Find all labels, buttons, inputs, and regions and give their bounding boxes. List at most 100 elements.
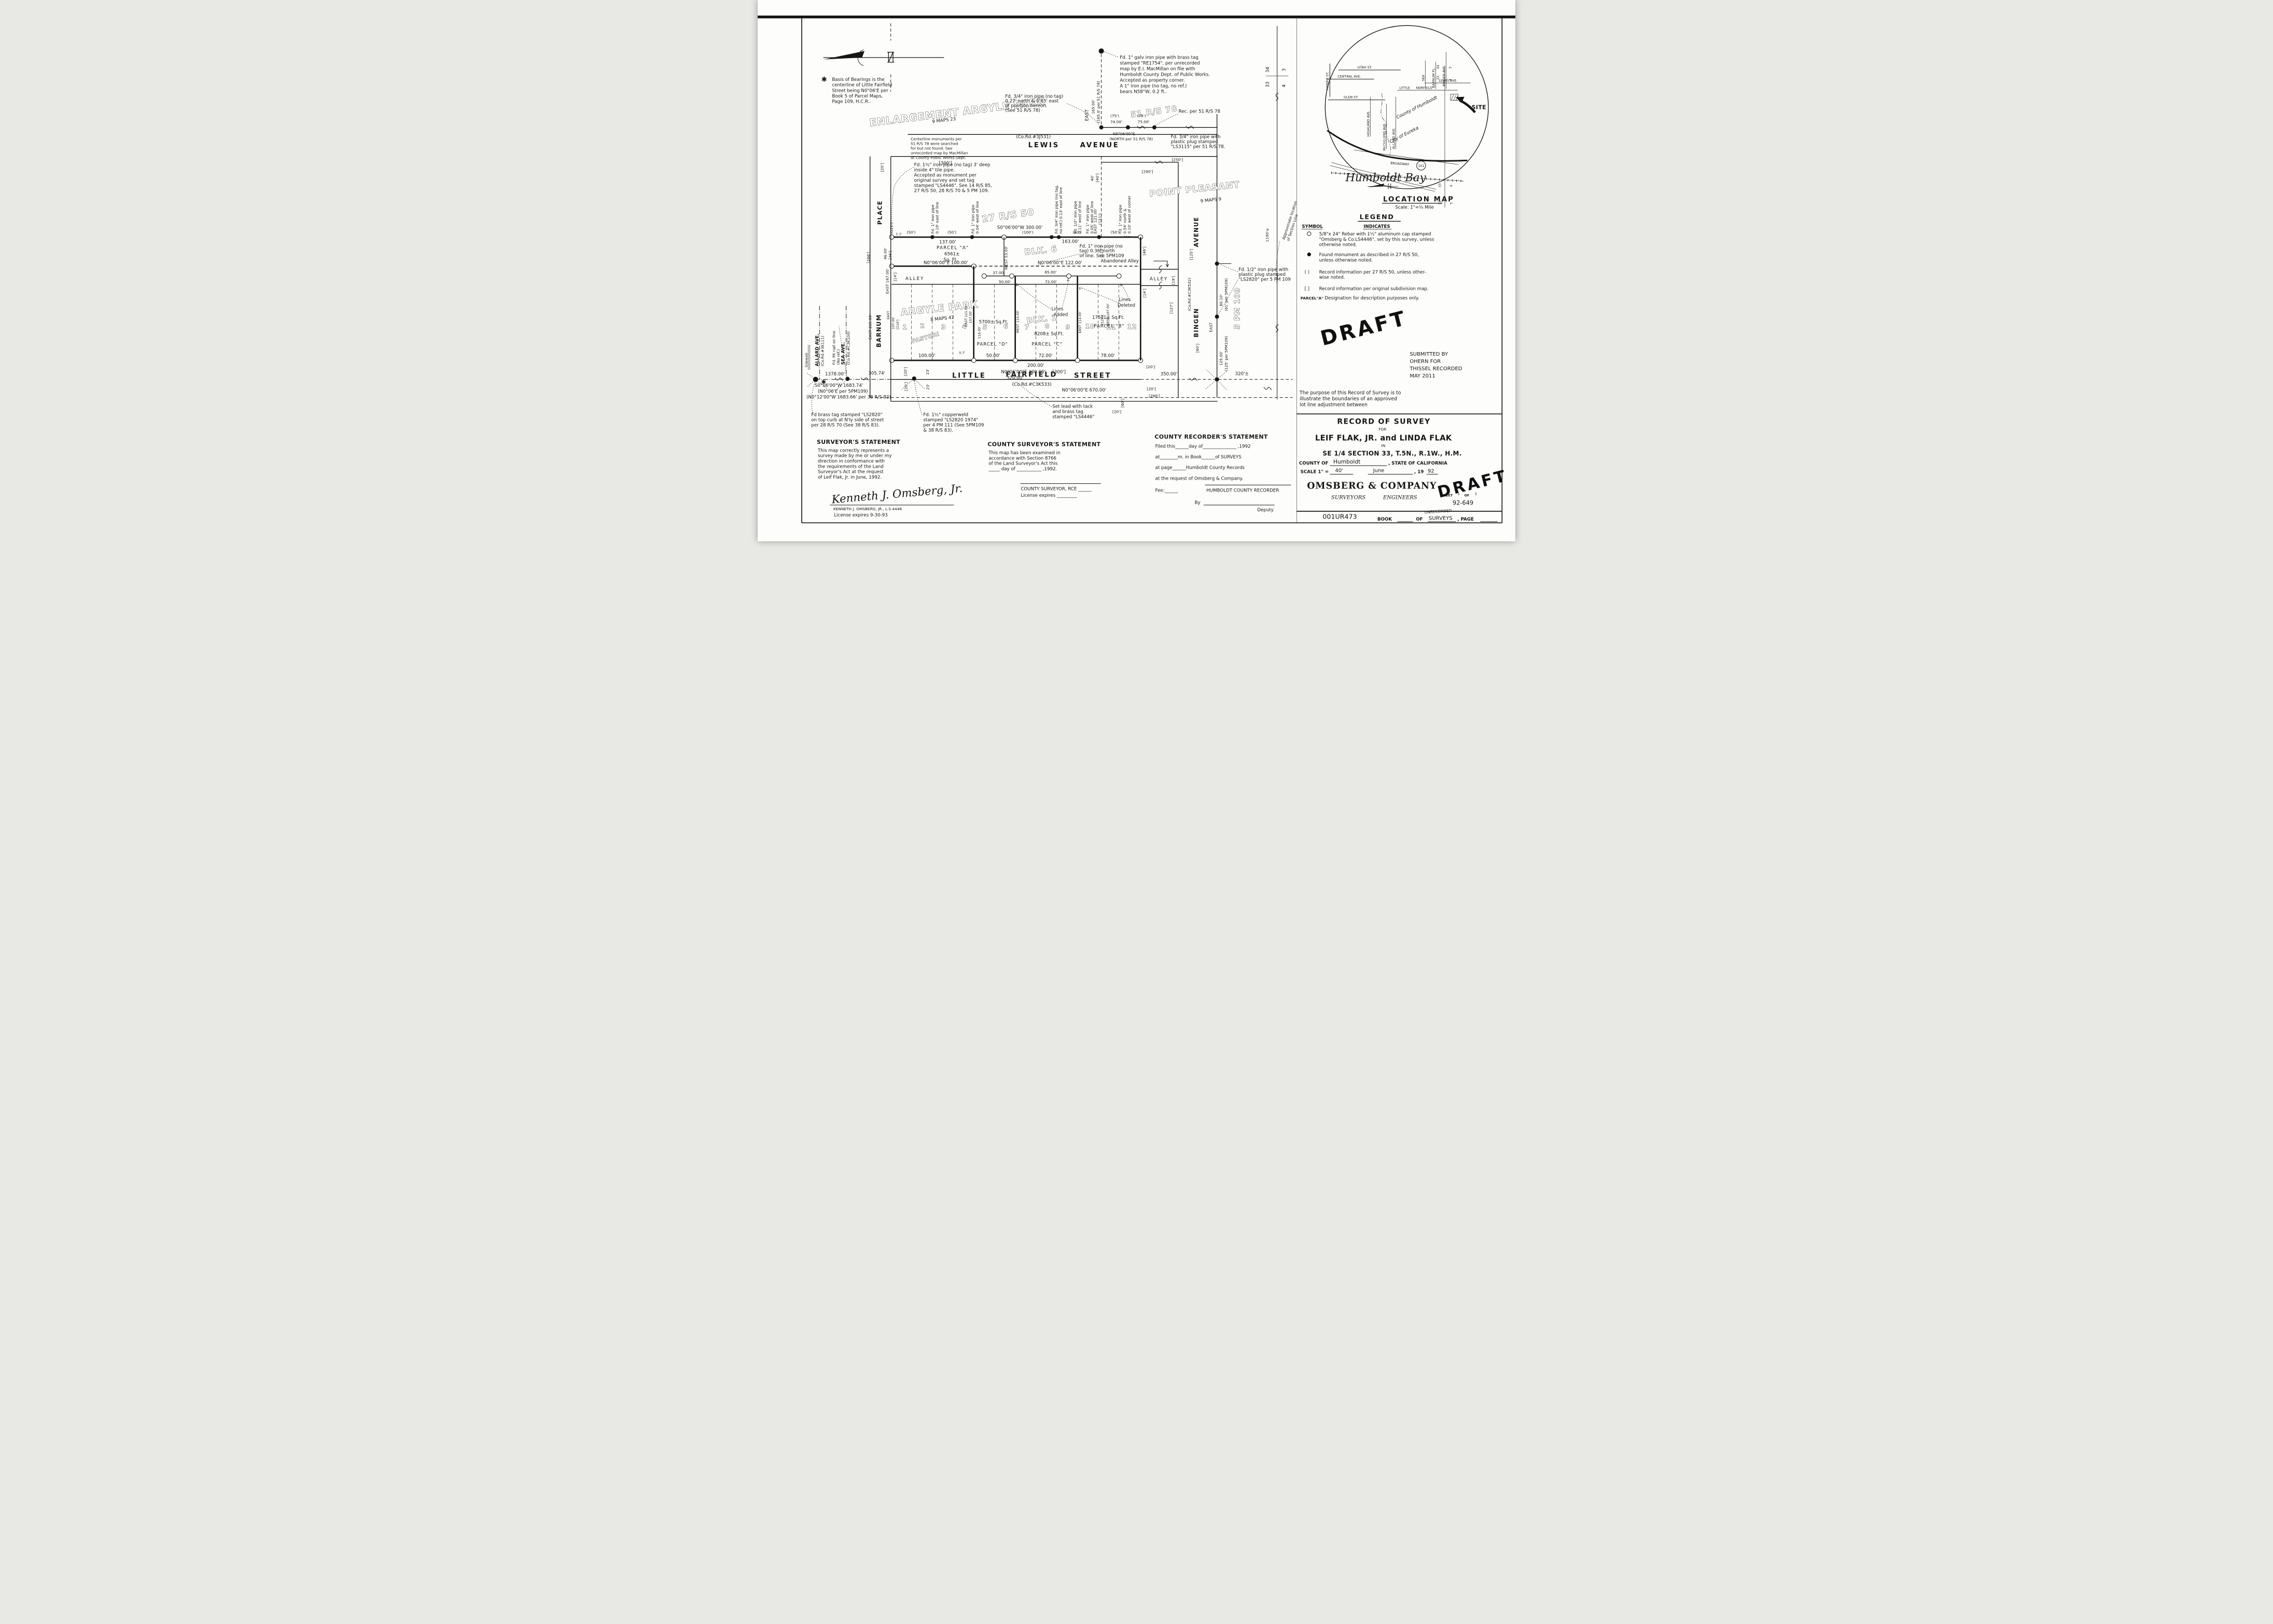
dim-50: 50.00' [999, 279, 1011, 284]
dim-61-per: (61' per 5PM109) [1224, 278, 1229, 311]
loc-highland: HIGHLAND AVE. [1366, 110, 1370, 136]
monument-note-1: Fd. 1" iron pipe0.19' east of line [930, 202, 940, 234]
footer-id: 001UR473 [1322, 513, 1357, 521]
co-rd-c3k532: (Co.Rd.#C3K532) [1187, 278, 1192, 311]
dim-40-bracket: [40'] [1095, 173, 1099, 182]
lot-11: 11 [1107, 324, 1117, 331]
parcel-a-label: PARCEL "A" [937, 246, 969, 251]
county-surveyor-hdr: COUNTY SURVEYOR'S STATEMENT [987, 441, 1100, 448]
brass-tag-note: Fd brass tag stamped "LS2820"on top curb… [811, 413, 884, 428]
legend-open-circle-symbol [1307, 231, 1312, 236]
lot-3: 3 [941, 324, 946, 331]
tb-job-number: 92-649 [1453, 499, 1473, 506]
surveyor-name: KENNETH J. OMSBERG, JR., L.S.4446 [833, 507, 902, 511]
loc-n33: 33 [1437, 76, 1440, 80]
recorder-by: By [1195, 500, 1201, 506]
dim-100a: 100.00' [918, 354, 936, 359]
parcel-d-area: 5700± Sq.Ft. [979, 319, 1009, 325]
dim-east-265: EAST 265.90' [868, 314, 872, 340]
dim-127-bracket-b: [127'] [1169, 302, 1174, 314]
dim-165: 165.00' [1091, 100, 1095, 114]
dim-14-bracket-a: [14'] [893, 272, 897, 281]
lewis-avenue-lines [890, 134, 1218, 157]
section-line [1266, 26, 1289, 399]
street-lewis: LEWIS [1028, 142, 1059, 149]
dim-0-7: 0.7' [959, 352, 965, 355]
section-4: 4 [1281, 84, 1287, 87]
section-33: 33 [1265, 81, 1271, 87]
parcel-b-area: 17531± Sq.Ft. [1092, 315, 1124, 320]
sheet-border [758, 16, 1515, 524]
lot-lines [911, 266, 1119, 360]
dim-23-a: 23' [925, 369, 930, 374]
legend-item-5: Designation for description purposes onl… [1324, 296, 1419, 301]
title-block-lines [1296, 413, 1502, 512]
lot-4: 4 [962, 323, 967, 330]
dim-127-bracket-a: [127'] [1101, 315, 1105, 325]
loc-little: LITTLE [1399, 86, 1410, 90]
blk1-label: BLK. 1 [1026, 313, 1057, 325]
dim-west-167: WEST 167.00' [1106, 303, 1110, 326]
dim-west-114: WEST 114.00' [1016, 310, 1020, 333]
lot-7: 7 [1025, 324, 1029, 331]
loc-central: CENTRAL AVE. [1337, 75, 1361, 78]
dim-6010: 60.10' [1219, 295, 1223, 306]
tb-year: 92 [1428, 468, 1434, 474]
lines-added-note: Lines Added [1015, 278, 1070, 317]
dim-1190: 1190'± [1265, 228, 1270, 242]
sidewalk-label: Sidewalk [805, 353, 808, 367]
parcel-c-label: PARCEL "C" [1031, 342, 1062, 347]
loc-n5: 5 [1449, 202, 1453, 204]
svg-text:101: 101 [1418, 164, 1424, 168]
argyle-park-ref: 8 MAPS 42 [930, 315, 955, 323]
block-north-boundary [889, 234, 1144, 240]
recorder-fee: Fee:______ [1155, 488, 1179, 494]
bearing-n300: N0°06'00"E 300.00' [1001, 370, 1045, 375]
tb-state: , STATE OF CALIFORNIA [1388, 461, 1447, 466]
tb-sheet-of: OF [1465, 494, 1470, 497]
loc-barnum-pl: BARNUM PL. [1432, 67, 1435, 88]
dim-110-bracket: [110'] [896, 319, 900, 329]
lot-6: 6 [1003, 323, 1008, 330]
legend-item-3: Record information per 27 R/S 50, unless… [1319, 270, 1426, 280]
lot-10: 10 [1085, 323, 1095, 330]
blk6-label: BLK. 6 [1024, 244, 1057, 257]
legend-item-2: Found monument as described in 27 R/S 50… [1319, 253, 1419, 263]
loc-n33b: 33 [1438, 184, 1442, 188]
dim-1-1: 1.1' [896, 232, 902, 236]
abandoned-alley-label: Abandoned Alley [1101, 259, 1139, 264]
tb-for: FOR [1378, 427, 1386, 432]
dim-46: 46.00' [883, 248, 888, 260]
loc-n3: 3 [1448, 67, 1452, 69]
lot-2: 2 [920, 323, 925, 330]
dim-20-c: [20'] [1146, 365, 1155, 369]
pipe34-top-note: Fd. 3/4" iron pipe (no tag)0.27' north &… [1005, 94, 1063, 113]
block-south-boundary [889, 358, 1144, 363]
legend-item-1: 5/8"x 24" Rebar with 1½" aluminum cap st… [1319, 232, 1434, 248]
recorder-hdr: COUNTY RECORDER'S STATEMENT [1154, 433, 1268, 440]
parcel-d-label: PARCEL "D" [977, 342, 1008, 347]
co-rd-c3k100: (Co.Rd.#C3K100) [846, 331, 850, 365]
bearing-s006w-300: S0°06'00"W 300.00' [997, 226, 1043, 231]
lot-5: 5 [983, 324, 987, 331]
dim-78: 78.00' [1101, 354, 1115, 359]
parcel-b-label: PARCEL "B" [1094, 324, 1124, 329]
svg-text:Deleted: Deleted [1118, 303, 1135, 309]
tb-scale-lbl: SCALE 1" = [1301, 470, 1329, 475]
dim-20-f: [20'] [880, 163, 885, 172]
co-rd-3j531: (Co.Rd.#3J531) [1016, 135, 1051, 140]
dim-75: 75.00' [1138, 119, 1150, 124]
location-map-title: LOCATION MAP [1383, 195, 1454, 203]
dim-290-a: [290'] [1142, 169, 1153, 174]
dim-east-s: EAST [887, 311, 890, 319]
monument-note-4: Fd. 1/2" iron pipe0.11' west of line [1073, 201, 1082, 234]
street-allard-ave: ALLARD AVE. [815, 333, 820, 366]
dim-125-per: (125' per 5PM109) [1224, 336, 1229, 371]
legend-item-4: Record information per original subdivis… [1319, 286, 1429, 291]
pk-nail-note: Fd. PK nail on line(No ref.) [831, 331, 841, 365]
